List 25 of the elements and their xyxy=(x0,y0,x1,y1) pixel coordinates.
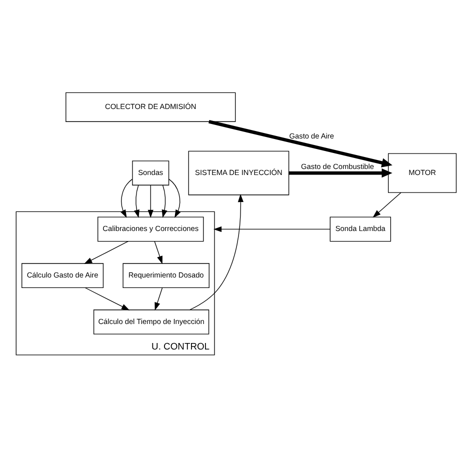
node-box: SISTEMA DE INYECCIÓN xyxy=(188,150,290,195)
arrow xyxy=(168,178,181,218)
arrow xyxy=(148,184,154,218)
node-box: Sondas xyxy=(132,160,170,185)
node-box: MOTOR xyxy=(388,152,457,192)
arrow xyxy=(208,120,392,167)
edge-label: Gasto de Aire xyxy=(289,130,334,140)
arrow xyxy=(134,184,140,218)
arrow xyxy=(372,192,402,218)
edge-label: Gasto de Combustible xyxy=(301,161,374,170)
node-box: Sonda Lambda xyxy=(330,216,391,242)
arrow xyxy=(154,287,163,310)
arrow xyxy=(162,184,168,218)
arrow xyxy=(154,240,162,264)
arrow xyxy=(214,226,330,232)
arrow xyxy=(189,194,244,310)
node-box: Requerimiento Dosado xyxy=(122,262,210,288)
node-box: Cálculo Gasto de Aire xyxy=(22,262,104,288)
arrow xyxy=(288,168,392,178)
arrow xyxy=(84,240,128,264)
node-box: Cálculo del Tiempo de Inyección xyxy=(93,309,210,334)
node-box: COLECTOR DE ADMISIÓN xyxy=(66,92,236,122)
arrow xyxy=(120,178,133,218)
arrow xyxy=(84,286,130,310)
node-box: Calibraciones y Correcciones xyxy=(98,216,204,242)
